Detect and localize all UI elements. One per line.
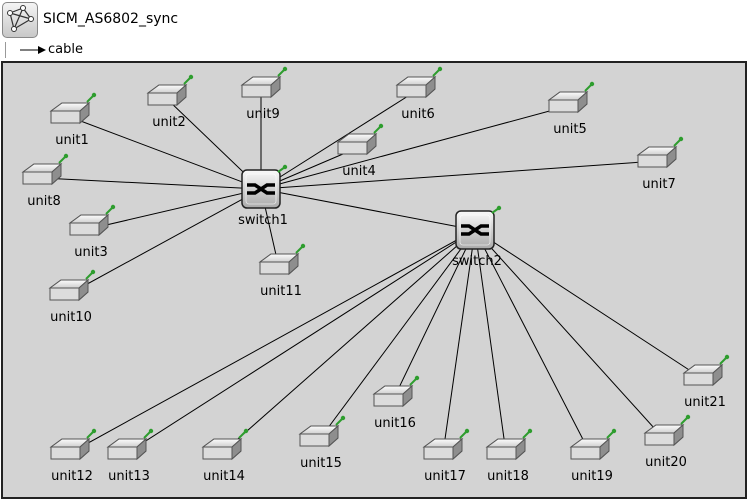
network-header: SICM_AS6802_sync cable [0, 0, 748, 60]
link-switch1-unit7[interactable] [260, 160, 658, 190]
node-unit17[interactable]: unit17 [422, 428, 470, 484]
links-layer [41, 90, 704, 454]
node-label: unit2 [152, 115, 185, 130]
link-switch2-unit12[interactable] [69, 229, 476, 454]
link-switch2-unit21[interactable] [474, 229, 704, 380]
node-unit10[interactable]: unit10 [48, 269, 96, 325]
node-label: unit1 [55, 133, 88, 148]
nodes-layer: unit1 unit2 unit3 unit4 unit5 unit6 unit7 unit8… [21, 66, 730, 484]
node-unit8[interactable]: unit8 [21, 153, 69, 209]
link-switch2-unit19[interactable] [474, 229, 591, 454]
node-unit19[interactable]: unit19 [569, 428, 617, 484]
node-unit12[interactable]: unit12 [49, 428, 97, 484]
node-unit15[interactable]: unit15 [298, 415, 346, 471]
link-switch2-unit18[interactable] [474, 229, 507, 454]
node-unit3[interactable]: unit3 [68, 204, 116, 260]
node-label: unit7 [642, 177, 675, 192]
node-label: unit14 [203, 469, 245, 484]
node-unit11[interactable]: unit11 [258, 243, 306, 299]
node-unit14[interactable]: unit14 [201, 428, 249, 484]
node-label: unit13 [108, 469, 150, 484]
link-switch2-unit17[interactable] [442, 229, 476, 454]
node-label: unit19 [571, 469, 613, 484]
node-label: unit6 [401, 107, 434, 122]
link-switch2-unit13[interactable] [126, 229, 476, 454]
network-canvas[interactable]: unit1 unit2 unit3 unit4 unit5 unit6 unit7 unit8… [1, 61, 747, 499]
node-unit21[interactable]: unit21 [682, 354, 730, 410]
node-switch1[interactable]: switch1 [238, 164, 288, 228]
link-switch1-unit5[interactable] [260, 105, 569, 190]
node-unit2[interactable]: unit2 [146, 74, 194, 130]
node-label: unit20 [645, 455, 687, 470]
topology-diagram[interactable]: unit1 unit2 unit3 unit4 unit5 unit6 unit7 unit8… [3, 63, 745, 497]
link-switch1-unit10[interactable] [68, 188, 262, 295]
network-title: SICM_AS6802_sync [43, 11, 179, 27]
node-label: unit4 [342, 164, 375, 179]
node-label: unit21 [684, 395, 726, 410]
node-label: unit16 [374, 416, 416, 431]
node-label: unit9 [246, 107, 279, 122]
link-switch1-unit6[interactable] [260, 90, 417, 190]
node-unit5[interactable]: unit5 [547, 81, 595, 137]
arrow-right-icon [20, 46, 46, 54]
node-unit4[interactable]: unit4 [336, 123, 384, 179]
node-unit13[interactable]: unit13 [106, 428, 154, 484]
node-unit1[interactable]: unit1 [49, 92, 97, 148]
link-switch2-unit16[interactable] [392, 229, 476, 401]
legend-channel-label[interactable]: cable [48, 42, 83, 57]
switch-icon [461, 224, 489, 236]
network-icon[interactable] [2, 2, 38, 38]
node-label: unit5 [553, 122, 586, 137]
link-switch1-unit8[interactable] [41, 177, 262, 190]
node-unit16[interactable]: unit16 [372, 375, 420, 431]
node-label: unit11 [260, 284, 302, 299]
link-switch1-unit1[interactable] [69, 116, 262, 190]
node-switch2[interactable]: switch2 [452, 205, 502, 269]
node-label: unit8 [27, 194, 60, 209]
node-unit20[interactable]: unit20 [643, 414, 691, 470]
node-label: switch1 [238, 213, 288, 228]
legend-divider [5, 42, 6, 58]
link-switch2-unit14[interactable] [221, 229, 476, 454]
node-label: unit17 [424, 469, 466, 484]
node-unit6[interactable]: unit6 [395, 66, 443, 122]
link-switch1-switch2[interactable] [260, 188, 476, 231]
link-switch2-unit15[interactable] [318, 229, 476, 441]
switch-icon [247, 183, 275, 195]
node-label: unit15 [300, 456, 342, 471]
link-switch1-unit3[interactable] [88, 188, 262, 230]
node-unit18[interactable]: unit18 [485, 428, 533, 484]
node-label: switch2 [452, 254, 502, 269]
node-label: unit3 [74, 245, 107, 260]
node-unit7[interactable]: unit7 [636, 136, 684, 192]
node-label: unit18 [487, 469, 529, 484]
node-unit9[interactable]: unit9 [240, 66, 288, 122]
node-label: unit10 [50, 310, 92, 325]
link-switch2-unit20[interactable] [474, 229, 665, 440]
node-label: unit12 [51, 469, 93, 484]
